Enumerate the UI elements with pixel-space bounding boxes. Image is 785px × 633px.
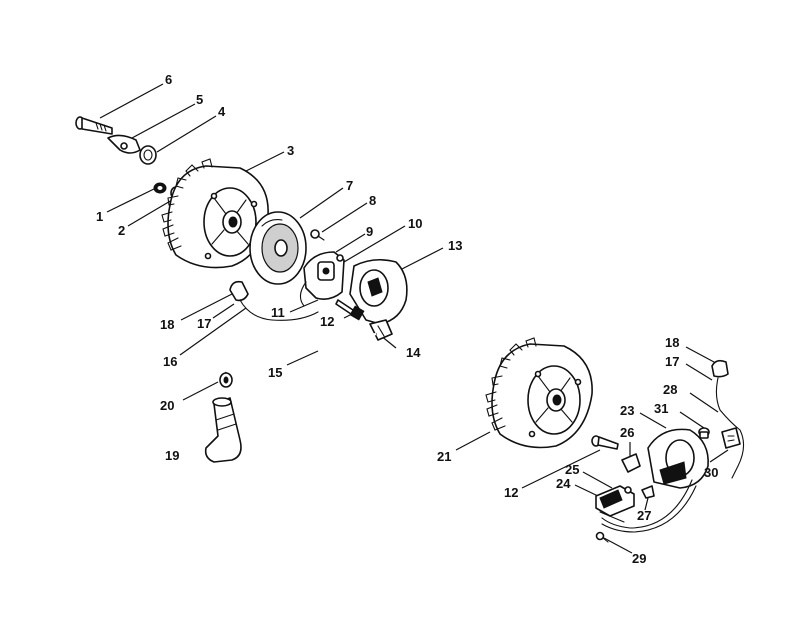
callout-28: 28 bbox=[663, 382, 677, 397]
callout-29: 29 bbox=[632, 551, 646, 566]
screw-top-part bbox=[335, 299, 365, 321]
insulator-part bbox=[641, 485, 655, 499]
nut-part bbox=[153, 182, 167, 194]
callout-31: 31 bbox=[654, 401, 668, 416]
flywheel-bottom-part bbox=[485, 337, 593, 449]
spring-clip-part bbox=[219, 372, 233, 388]
callout-12-bottom: 12 bbox=[504, 485, 518, 500]
screw-part bbox=[310, 229, 325, 241]
callout-3: 3 bbox=[287, 143, 294, 158]
callout-8: 8 bbox=[369, 193, 376, 208]
callout-25: 25 bbox=[565, 462, 579, 477]
flywheel-top-part bbox=[161, 158, 269, 269]
callout-18-bottom: 18 bbox=[665, 335, 679, 350]
callout-labels: 6 5 4 3 7 8 1 2 10 9 13 11 12 18 17 16 1… bbox=[96, 72, 718, 566]
callout-17-bottom: 17 bbox=[665, 354, 679, 369]
callout-21: 21 bbox=[437, 449, 451, 464]
screw-small-part bbox=[595, 531, 609, 543]
small-bolt-part bbox=[698, 427, 710, 439]
callout-12-top: 12 bbox=[320, 314, 334, 329]
callout-20: 20 bbox=[160, 398, 174, 413]
backplate-part bbox=[249, 211, 307, 285]
callout-11: 11 bbox=[271, 305, 285, 320]
terminal-part bbox=[369, 319, 393, 341]
callout-2: 2 bbox=[118, 223, 125, 238]
terminal-tag-part bbox=[721, 427, 741, 449]
ground-wire-part bbox=[239, 299, 319, 321]
callout-10: 10 bbox=[408, 216, 422, 231]
callout-6: 6 bbox=[165, 72, 172, 87]
ignition-module-part bbox=[647, 428, 709, 489]
wire-bottom-part bbox=[599, 479, 697, 533]
connector-part bbox=[595, 485, 635, 517]
grommet-top-part bbox=[229, 280, 249, 302]
callout-13: 13 bbox=[448, 238, 462, 253]
callout-9: 9 bbox=[366, 224, 373, 239]
spring-ring-part bbox=[139, 145, 157, 165]
callout-24: 24 bbox=[556, 476, 571, 491]
coil-housing-part bbox=[349, 258, 408, 325]
callout-18-top: 18 bbox=[160, 317, 174, 332]
screw-bottom-part bbox=[591, 435, 619, 450]
callout-19: 19 bbox=[165, 448, 179, 463]
callout-26: 26 bbox=[620, 425, 634, 440]
spark-plug-boot-part bbox=[204, 397, 242, 463]
ignition-lead-part bbox=[224, 332, 377, 373]
grommet-bottom-part bbox=[711, 359, 729, 378]
callout-4: 4 bbox=[218, 104, 226, 119]
callout-15: 15 bbox=[268, 365, 282, 380]
breaker-plate-part bbox=[299, 251, 345, 307]
wire-28-part bbox=[715, 377, 745, 479]
callout-1: 1 bbox=[96, 209, 103, 224]
callout-14: 14 bbox=[406, 345, 421, 360]
lever-part bbox=[107, 134, 141, 154]
callout-17-top: 17 bbox=[197, 316, 211, 331]
callout-30: 30 bbox=[704, 465, 718, 480]
callout-5: 5 bbox=[196, 92, 203, 107]
leader-lines bbox=[99, 83, 729, 554]
callout-7: 7 bbox=[346, 178, 353, 193]
callout-16: 16 bbox=[163, 354, 177, 369]
callout-23: 23 bbox=[620, 403, 634, 418]
clip-part bbox=[621, 453, 641, 473]
callout-27: 27 bbox=[637, 508, 651, 523]
bolt-part bbox=[75, 116, 113, 135]
